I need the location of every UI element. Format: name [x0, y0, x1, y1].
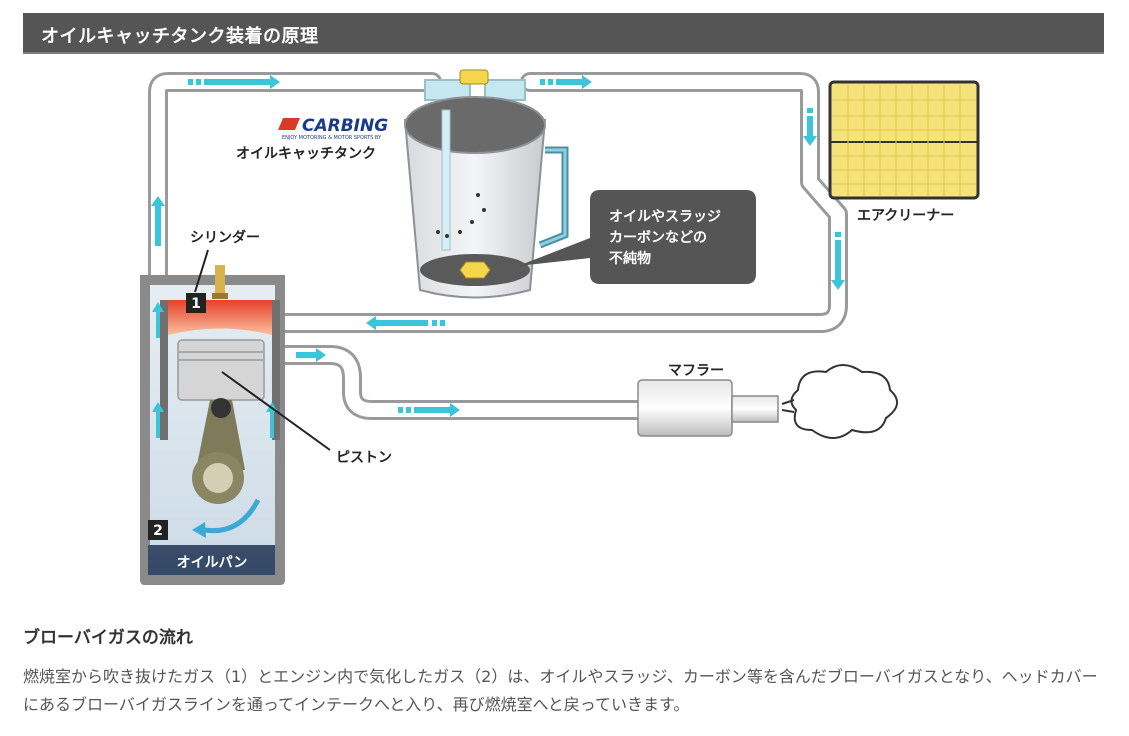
marker-2	[148, 520, 168, 540]
brand-tagline: ENJOY MOTORING & MOTOR SPORTS BY	[282, 135, 382, 141]
page-title: オイルキャッチタンク装着の原理	[41, 26, 319, 47]
bubble-line-1: オイルやスラッジ	[609, 209, 721, 225]
impurity-bubble	[518, 190, 756, 284]
exhaust-pipe	[285, 345, 640, 420]
air-cleaner-grid	[832, 85, 976, 196]
header-bar: オイルキャッチタンク装着の原理	[23, 13, 1104, 54]
bubble-line-2: カーボンなどの	[609, 230, 707, 246]
oil-catch-tank	[403, 69, 569, 299]
marker-1-text: 1	[191, 296, 201, 312]
marker-1	[186, 293, 206, 313]
air-cleaner-label: エアクリーナー	[857, 208, 954, 224]
blowby-diagram: 1 2 オイルパン シリンダー ピストン CARBING ENJOY MOTOR…	[140, 69, 980, 585]
air-cleaner	[828, 80, 980, 200]
engine-block	[140, 265, 285, 585]
piston-label: ピストン	[336, 450, 392, 466]
brand-logo: CARBING	[302, 116, 388, 136]
muffler	[637, 379, 779, 437]
section-title: ブローバイガスの流れ	[23, 628, 193, 648]
exhaust-puff-lines	[781, 399, 795, 413]
marker-2-text: 2	[153, 523, 163, 539]
bubble-line-3: 不純物	[609, 250, 651, 267]
section-body: 燃焼室から吹き抜けたガス（1）とエンジン内で気化したガス（2）は、オイルやスラッ…	[23, 667, 1098, 714]
blowby-hose	[148, 72, 848, 333]
oil-pan-label: オイルパン	[177, 555, 248, 571]
cylinder-leader	[194, 249, 209, 293]
connecting-rod	[196, 400, 245, 470]
flow-arrows	[151, 75, 845, 417]
spark-plug	[215, 265, 225, 295]
piston	[177, 339, 265, 401]
cylinder-label: シリンダー	[190, 229, 260, 246]
piston-leader	[221, 371, 331, 451]
carbing-logo-mark	[278, 118, 300, 130]
exhaust-cloud	[790, 364, 898, 439]
muffler-label: マフラー	[668, 363, 724, 379]
tank-label: オイルキャッチタンク	[236, 146, 376, 162]
